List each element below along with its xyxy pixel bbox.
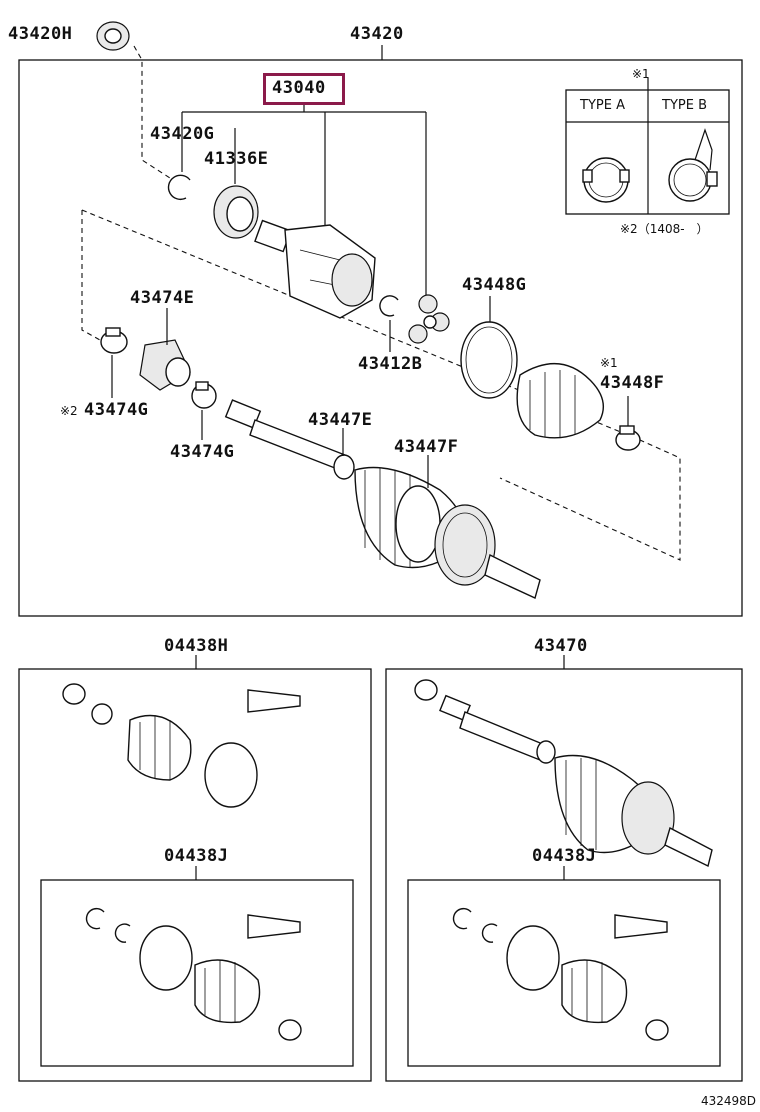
shaft-43470-parts — [414, 679, 713, 868]
boot-kit-box-left — [18, 668, 372, 1082]
part-label-43420[interactable]: 43420 — [350, 24, 404, 44]
clamp-type-b-icon — [668, 128, 718, 202]
clamp-type-a-icon — [582, 157, 630, 203]
kit-04438h-parts — [62, 683, 301, 808]
type-b-label: TYPE B — [662, 98, 707, 113]
part-label-43447f[interactable]: 43447F — [394, 437, 459, 457]
drive-shaft-main — [224, 399, 541, 599]
part-label-43448g[interactable]: 43448G — [462, 275, 527, 295]
type-header-mark: ※1 — [632, 67, 650, 81]
damper-43474e — [139, 339, 191, 391]
part-label-04438h[interactable]: 04438H — [164, 636, 229, 656]
type-a-label: TYPE A — [580, 98, 625, 113]
part-label-43040[interactable]: 43040 — [272, 78, 326, 98]
outboard-joint-tulip — [254, 219, 376, 319]
part-label-43420h[interactable]: 43420H — [8, 24, 73, 44]
part-label-43447e[interactable]: 43447E — [308, 410, 373, 430]
bearing-43420h — [96, 21, 130, 51]
part-label-04438j-right[interactable]: 04438J — [532, 846, 597, 866]
part-label-43474g-upper[interactable]: 43474G — [84, 400, 149, 420]
part-label-43474e[interactable]: 43474E — [130, 288, 195, 308]
snap-ring-43412b — [379, 295, 399, 317]
tripod-joint — [408, 294, 450, 344]
part-label-43420g[interactable]: 43420G — [150, 124, 215, 144]
part-label-04438j-left[interactable]: 04438J — [164, 846, 229, 866]
snap-ring-43420g — [167, 174, 191, 201]
kit-04438j-left-parts — [85, 907, 302, 1041]
note-mark-43448f: ※1 — [600, 356, 618, 370]
dust-seal-41336e — [213, 185, 259, 239]
part-label-43448f[interactable]: 43448F — [600, 373, 665, 393]
figure-id: 432498D — [700, 1094, 756, 1108]
part-label-41336e[interactable]: 41336E — [204, 149, 269, 169]
inboard-boot — [516, 363, 604, 439]
part-label-43470[interactable]: 43470 — [534, 636, 588, 656]
boot-clamp-43448f — [615, 425, 641, 451]
part-label-43412b[interactable]: 43412B — [358, 354, 423, 374]
note-mark-43474g: ※2 — [60, 404, 78, 418]
clamp-43474g-upper — [100, 327, 128, 354]
highlight-frame-43040 — [263, 73, 345, 105]
boot-clamp-43448g — [460, 321, 518, 399]
main-assembly-box — [18, 59, 743, 617]
clamp-43474g-lower — [191, 381, 217, 409]
kit-04438j-right-parts — [452, 907, 669, 1041]
clamp-type-box — [565, 78, 730, 215]
part-label-43474g-lower[interactable]: 43474G — [170, 442, 235, 462]
inner-kit-box-left — [40, 879, 354, 1067]
type-date-note: ※2（1408- ） — [620, 222, 709, 236]
